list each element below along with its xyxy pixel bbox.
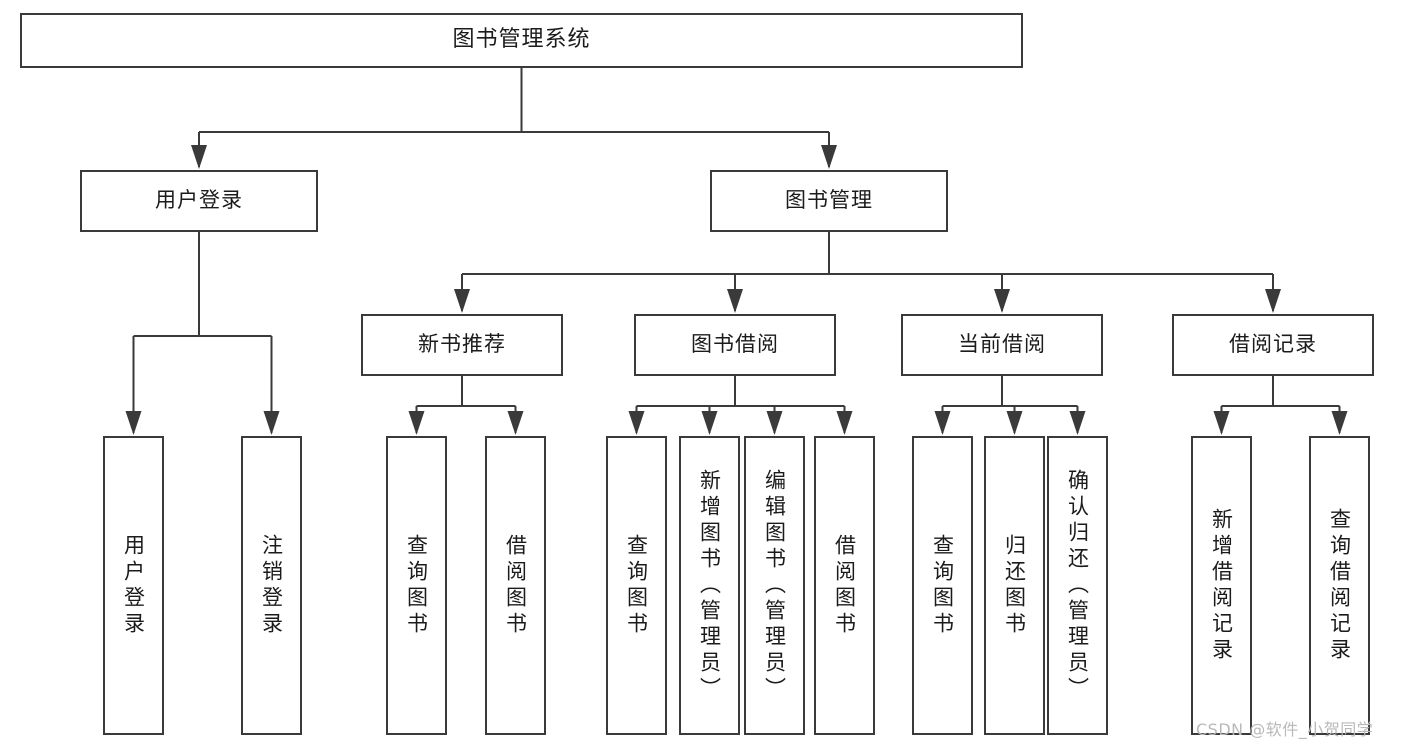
leaf-label: 查询借阅记录 — [1327, 507, 1352, 664]
level3-label: 新书推荐 — [418, 332, 506, 357]
level2-label: 图书管理 — [785, 188, 873, 213]
root-label: 图书管理系统 — [452, 27, 591, 53]
leaf-box[interactable]: 用户登录 — [103, 436, 164, 735]
root-box[interactable]: 图书管理系统 — [20, 13, 1023, 68]
leaf-box[interactable]: 归还图书 — [984, 436, 1045, 735]
leaf-label: 借阅图书 — [832, 533, 857, 638]
leaf-label: 借阅图书 — [503, 533, 528, 638]
leaf-label: 新增图书（管理员） — [697, 468, 722, 703]
level3-box[interactable]: 当前借阅 — [901, 314, 1103, 376]
level3-label: 借阅记录 — [1229, 332, 1317, 357]
leaf-box[interactable]: 编辑图书（管理员） — [744, 436, 805, 735]
leaf-label: 注销登录 — [259, 533, 284, 638]
leaf-label: 用户登录 — [121, 533, 146, 638]
level2-box[interactable]: 图书管理 — [710, 170, 948, 232]
leaf-box[interactable]: 查询图书 — [606, 436, 667, 735]
level3-box[interactable]: 新书推荐 — [361, 314, 563, 376]
level3-box[interactable]: 图书借阅 — [634, 314, 836, 376]
level3-label: 当前借阅 — [958, 332, 1046, 357]
level2-label: 用户登录 — [155, 188, 243, 213]
leaf-box[interactable]: 注销登录 — [241, 436, 302, 735]
leaf-box[interactable]: 查询图书 — [912, 436, 973, 735]
level3-label: 图书借阅 — [691, 332, 779, 357]
leaf-box[interactable]: 新增借阅记录 — [1191, 436, 1252, 735]
leaf-label: 查询图书 — [624, 533, 649, 638]
leaf-label: 编辑图书（管理员） — [762, 468, 787, 703]
leaf-label: 确认归还（管理员） — [1065, 468, 1090, 703]
leaf-box[interactable]: 借阅图书 — [814, 436, 875, 735]
leaf-label: 查询图书 — [930, 533, 955, 638]
leaf-box[interactable]: 确认归还（管理员） — [1047, 436, 1108, 735]
level3-box[interactable]: 借阅记录 — [1172, 314, 1374, 376]
leaf-box[interactable]: 借阅图书 — [485, 436, 546, 735]
leaf-box[interactable]: 查询借阅记录 — [1309, 436, 1370, 735]
leaf-label: 新增借阅记录 — [1209, 507, 1234, 664]
leaf-label: 归还图书 — [1002, 533, 1027, 638]
leaf-box[interactable]: 查询图书 — [386, 436, 447, 735]
level2-box[interactable]: 用户登录 — [80, 170, 318, 232]
csdn-watermark: CSDN @软件_小贺同学 — [1196, 720, 1374, 739]
leaf-label: 查询图书 — [404, 533, 429, 638]
leaf-box[interactable]: 新增图书（管理员） — [679, 436, 740, 735]
